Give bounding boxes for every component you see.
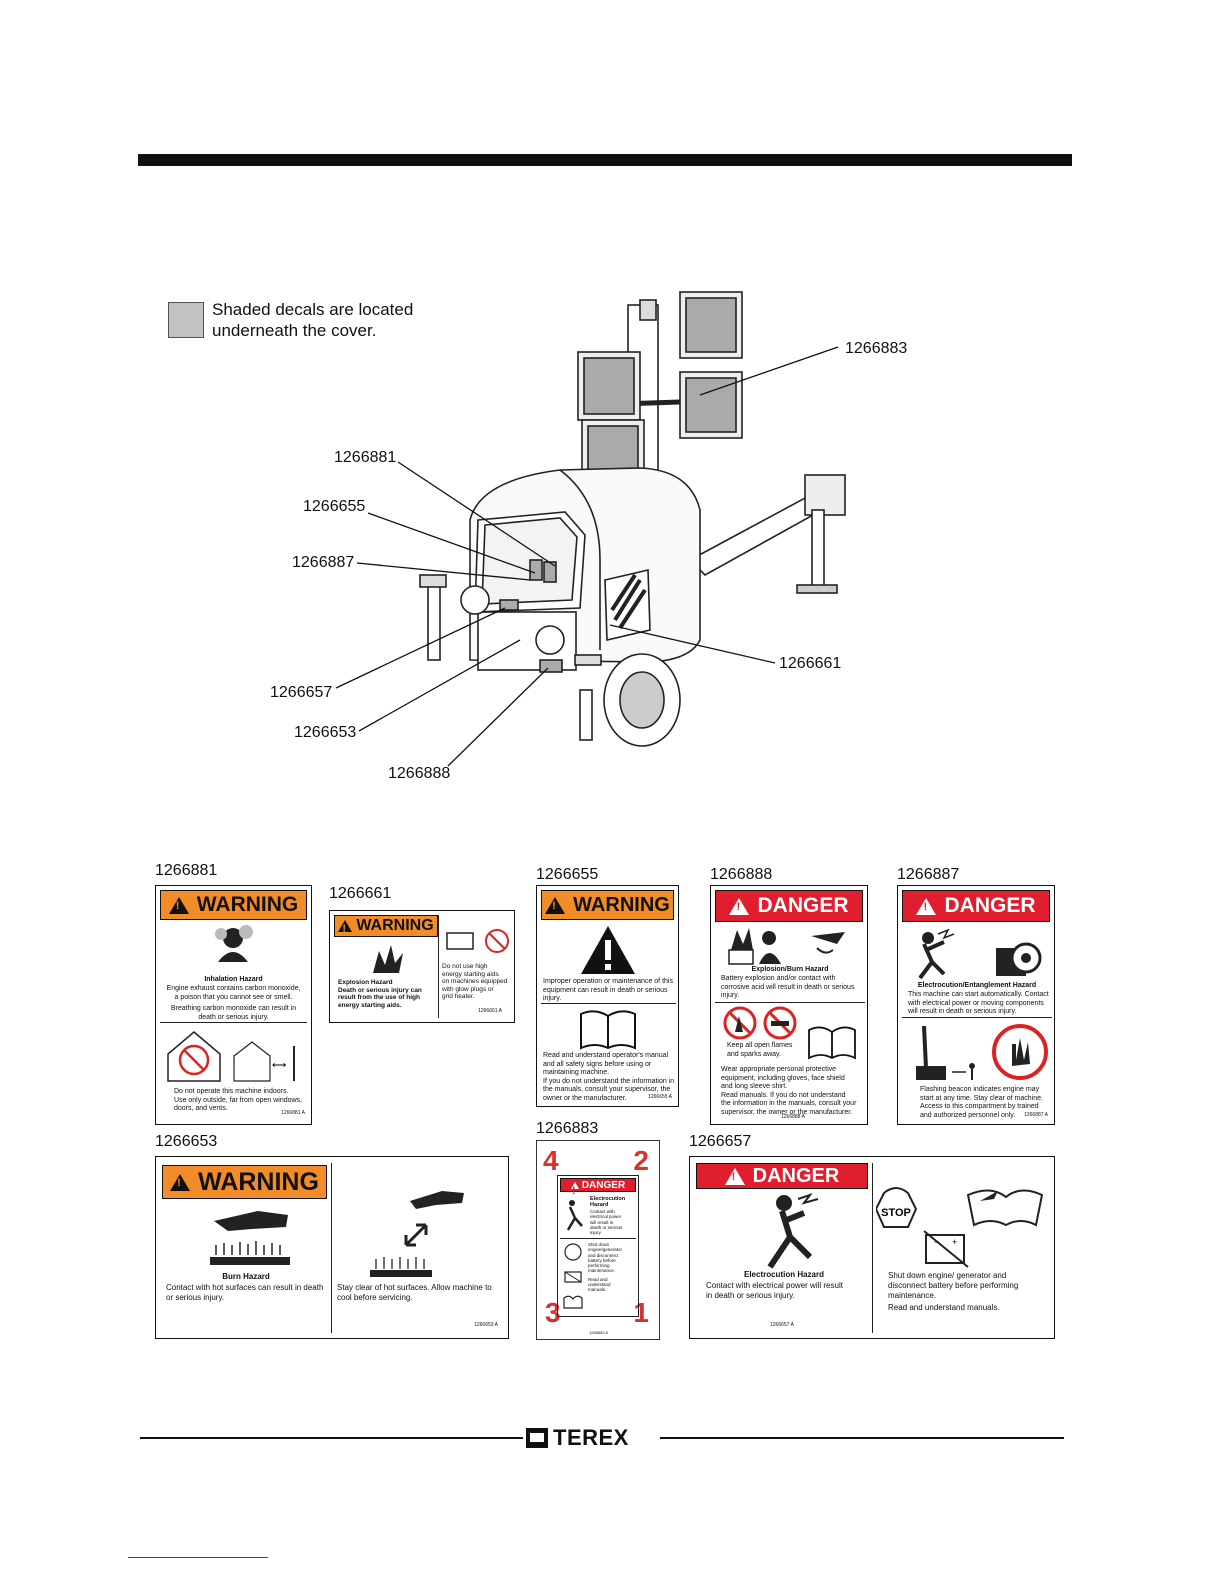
no-flames-icon bbox=[723, 1006, 797, 1040]
decal-1266881: WARNING Inhalation Hazard Engine exhaust… bbox=[155, 885, 312, 1125]
decal-1266653: WARNING Burn Hazard Contact with hot sur… bbox=[155, 1156, 509, 1339]
warning-triangle-icon bbox=[168, 896, 189, 914]
legend-text: Shaded decals are located underneath the… bbox=[212, 299, 452, 341]
stay-clear-hot-surface-icon bbox=[370, 1191, 464, 1277]
danger-triangle-icon bbox=[724, 1167, 745, 1185]
explosion-hand-icon bbox=[373, 945, 403, 973]
svg-text:−: − bbox=[934, 1237, 939, 1247]
decal-header: WARNING bbox=[541, 890, 674, 920]
header-rule bbox=[138, 154, 1072, 166]
decal-header: DANGER bbox=[560, 1178, 636, 1197]
corner-number-4: 4 bbox=[543, 1145, 559, 1176]
callout-1266653: 1266653 bbox=[294, 724, 357, 741]
callout-1266888: 1266888 bbox=[388, 765, 451, 782]
brand-name: TEREX bbox=[553, 1425, 629, 1450]
flashing-beacon-stop-hand-icon bbox=[916, 1024, 1048, 1080]
decal-1266887: DANGER Electrocution/Entanglement Hazard… bbox=[897, 885, 1055, 1125]
decal-number-1266661: 1266661 bbox=[329, 885, 392, 902]
footer-link-underline bbox=[128, 1557, 268, 1558]
corner-number-1: 1 bbox=[633, 1297, 649, 1328]
decal-number-1266881: 1266881 bbox=[155, 862, 218, 879]
warning-triangle-icon bbox=[545, 896, 566, 914]
warning-triangle-icon bbox=[170, 1173, 191, 1191]
warning-triangle-icon bbox=[338, 920, 353, 935]
decal-number-1266888: 1266888 bbox=[710, 866, 773, 883]
svg-text:⟷: ⟷ bbox=[272, 1060, 286, 1071]
electrocution-entanglement-icon bbox=[918, 928, 1042, 980]
decal-header: WARNING bbox=[162, 1165, 327, 1199]
callout-1266661: 1266661 bbox=[779, 655, 842, 672]
footer-rule-left bbox=[140, 1437, 523, 1439]
decal-1266883: 4 2 3 1 DANGER Electrocution Hazard Cont… bbox=[536, 1140, 660, 1340]
danger-triangle-icon bbox=[729, 897, 750, 915]
manual-book-icon bbox=[580, 1010, 636, 1050]
decal-number-1266883: 1266883 bbox=[536, 1120, 599, 1137]
legend-line-2: underneath the cover. bbox=[212, 321, 377, 340]
corner-number-2: 2 bbox=[633, 1145, 649, 1176]
electrocution-icon bbox=[767, 1193, 819, 1269]
battery-explosion-icon bbox=[728, 928, 845, 965]
svg-text:+: + bbox=[952, 1237, 957, 1247]
decal-number-1266655: 1266655 bbox=[536, 866, 599, 883]
decal-header: WARNING bbox=[334, 915, 438, 937]
no-indoor-operation-icon: ⟷ bbox=[167, 1031, 295, 1082]
shaded-legend-swatch bbox=[168, 302, 204, 338]
hazard-title: Inhalation Hazard bbox=[204, 976, 263, 983]
manual-book-icon bbox=[808, 1026, 856, 1060]
callout-1266657: 1266657 bbox=[270, 684, 333, 701]
light-tower-illustration bbox=[335, 291, 846, 767]
terex-crown-icon bbox=[526, 1428, 548, 1448]
corner-number-3: 3 bbox=[545, 1297, 561, 1328]
decal-header: WARNING bbox=[160, 890, 307, 920]
decal-number-1266657: 1266657 bbox=[689, 1133, 752, 1150]
callout-1266655: 1266655 bbox=[303, 498, 366, 515]
terex-logo: TEREX bbox=[526, 1425, 629, 1451]
danger-triangle-icon bbox=[570, 1181, 579, 1197]
decal-header: DANGER bbox=[696, 1163, 868, 1189]
decal-number-1266653: 1266653 bbox=[155, 1133, 218, 1150]
callout-1266883: 1266883 bbox=[845, 340, 908, 357]
legend-line-1: Shaded decals are located bbox=[212, 300, 414, 319]
electrocution-icon bbox=[566, 1200, 583, 1231]
decal-header: DANGER bbox=[902, 890, 1050, 922]
burn-hand-icon bbox=[210, 1211, 290, 1265]
decal-header: DANGER bbox=[715, 890, 863, 922]
decal-number-1266887: 1266887 bbox=[897, 866, 960, 883]
decal-1266661: WARNING Explosion Hazard Death or seriou… bbox=[329, 910, 515, 1023]
stop-battery-manual-icons bbox=[563, 1243, 583, 1309]
decal-1266655: WARNING Improper operation or maintenanc… bbox=[536, 885, 679, 1107]
footer-rule-right bbox=[660, 1437, 1064, 1439]
stop-sign-text: STOP bbox=[881, 1207, 911, 1219]
stop-battery-manual-icons: STOP − + bbox=[876, 1187, 1044, 1268]
decal-1266657: DANGER Electrocution Hazard Contact with… bbox=[689, 1156, 1055, 1339]
alert-triangle-icon bbox=[581, 926, 635, 974]
callout-1266887: 1266887 bbox=[292, 554, 355, 571]
callout-1266881: 1266881 bbox=[334, 449, 397, 466]
no-starting-fluid-icon bbox=[446, 929, 509, 953]
decal-1266888: DANGER Explosion/Burn Hazard Battery exp… bbox=[710, 885, 868, 1125]
danger-triangle-icon bbox=[916, 897, 937, 915]
exhaust-person-icon bbox=[215, 925, 253, 962]
